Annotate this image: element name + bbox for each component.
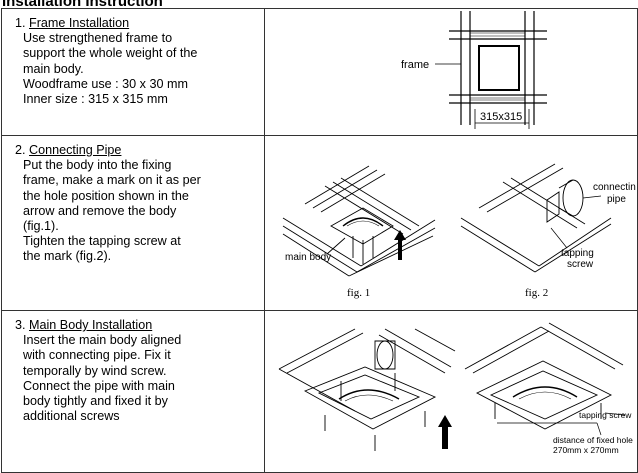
fig2-drawing xyxy=(460,163,612,273)
main-body-label: main body xyxy=(285,252,331,263)
step-line: Inner size : 315 x 315 mm xyxy=(23,92,168,107)
step-number: 1. xyxy=(15,16,26,30)
connecting-pipe-label-line1: connectin xyxy=(593,182,636,193)
step-line: Insert the main body aligned xyxy=(23,333,182,348)
step-number: 3. xyxy=(15,318,26,332)
step-line: Connect the pipe with main xyxy=(23,378,175,393)
step-line: main body. xyxy=(23,61,84,76)
page-title: Installation Instruction xyxy=(2,0,163,10)
main-body-installation-diagram: tapping screw distance of fixed hole 270… xyxy=(278,322,633,455)
connecting-pipe-diagram: main body fig. 1 xyxy=(282,163,636,299)
step-row-connecting-pipe: 2. Connecting Pipe Put the body into the… xyxy=(1,135,638,311)
fig1-drawing xyxy=(282,165,436,277)
step-title: Connecting Pipe xyxy=(29,143,122,157)
step-line: Tighten the tapping screw at xyxy=(23,234,181,249)
step-line: arrow and remove the body xyxy=(23,203,177,218)
step-line: support the whole weight of the xyxy=(23,46,198,61)
step-row-main-body-installation: 3. Main Body Installation Insert the mai… xyxy=(1,310,638,473)
step-title: Main Body Installation xyxy=(29,318,153,332)
step-line: the hole position shown in the xyxy=(23,188,189,203)
step-figure-cell: main body fig. 1 xyxy=(264,135,638,311)
dimension-label: 315x315 xyxy=(480,111,522,123)
step-line: the mark (fig.2). xyxy=(23,249,112,264)
step-line: Woodframe use : 30 x 30 mm xyxy=(23,76,188,91)
up-arrow-icon xyxy=(438,415,452,449)
frame-installation-diagram: frame 315x315 xyxy=(401,11,547,129)
tapping-label-line1: tapping xyxy=(561,248,594,259)
step-title: Frame Installation xyxy=(29,16,130,30)
step-text-cell: 3. Main Body Installation Insert the mai… xyxy=(1,310,265,473)
step-number: 2. xyxy=(15,143,26,157)
frame-label: frame xyxy=(401,59,429,71)
step-heading: 2. Connecting Pipe xyxy=(15,143,264,158)
step-text-cell: 1. Frame Installation Use strengthened f… xyxy=(1,8,265,136)
step-row-frame-installation: 1. Frame Installation Use strengthened f… xyxy=(1,8,638,136)
fixed-body-drawing xyxy=(464,322,626,436)
tapping-screw-label: tapping screw xyxy=(579,410,632,420)
step-figure-cell: tapping screw distance of fixed hole 270… xyxy=(264,310,638,473)
up-arrow-icon xyxy=(394,230,406,260)
step-line: Use strengthened frame to xyxy=(23,31,173,46)
step-line: (fig.1). xyxy=(23,219,59,234)
step-line: additional screws xyxy=(23,409,120,424)
distance-label-line2: 270mm x 270mm xyxy=(553,445,619,455)
fig2-caption: fig. 2 xyxy=(525,287,548,299)
step-line: with connecting pipe. Fix it xyxy=(23,348,171,363)
step-line: frame, make a mark on it as per xyxy=(23,173,201,188)
instruction-table: 1. Frame Installation Use strengthened f… xyxy=(1,8,638,473)
step-figure-cell: frame 315x315 xyxy=(264,8,638,136)
step-heading: 3. Main Body Installation xyxy=(15,318,264,333)
tapping-label-line2: screw xyxy=(567,259,594,270)
step-line: body tightly and fixed it by xyxy=(23,394,168,409)
insert-body-drawing xyxy=(278,328,456,451)
step-heading: 1. Frame Installation xyxy=(15,16,264,31)
step-line: temporally by wind screw. xyxy=(23,363,167,378)
fig1-caption: fig. 1 xyxy=(347,287,370,299)
step-line: Put the body into the fixing xyxy=(23,158,172,173)
distance-label-line1: distance of fixed hole xyxy=(553,435,633,445)
connecting-pipe-label-line2: pipe xyxy=(607,194,626,205)
step-text-cell: 2. Connecting Pipe Put the body into the… xyxy=(1,135,265,311)
